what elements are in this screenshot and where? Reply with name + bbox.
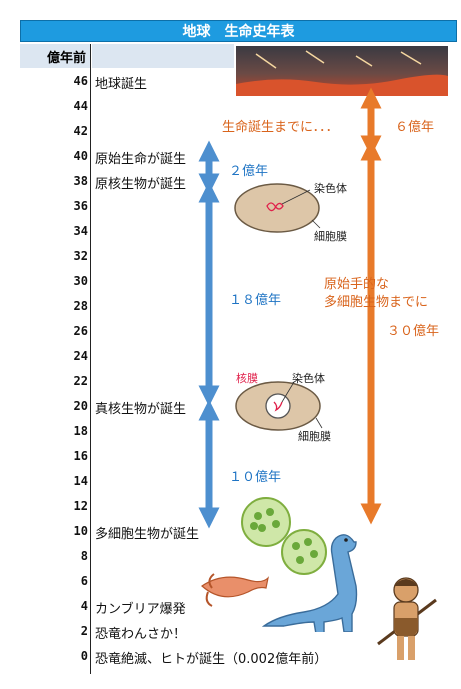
event-label: 多細胞生物が誕生 (95, 527, 200, 542)
y-tick-label: 12 (73, 499, 88, 513)
prokaryote-cell-icon (234, 183, 321, 233)
page-title: 地球 生命史年表 (20, 20, 457, 42)
y-tick-label: 32 (73, 249, 88, 263)
caveman-icon (377, 577, 437, 660)
y-tick-label: 0 (80, 649, 88, 663)
label-multicell-made: 多細胞生物までに (324, 295, 429, 310)
label-seimei-made: 生命誕生までに．．． (222, 120, 339, 135)
euk-nucleus-label: 核膜 (236, 372, 258, 385)
y-tick-label: 24 (73, 349, 88, 363)
y-tick-label: 20 (73, 399, 88, 413)
label-30oku: ３０億年 (387, 324, 440, 339)
prok-membrane-label: 細胞膜 (314, 230, 347, 243)
y-tick-label: 16 (73, 449, 88, 463)
event-label: 地球誕生 (95, 77, 148, 92)
y-tick-label: 44 (73, 99, 88, 113)
event-label: 原核生物が誕生 (95, 177, 187, 192)
eukaryote-cell-icon (235, 381, 323, 431)
event-label: 恐竜絶滅、ヒトが誕生（0.002億年前） (95, 652, 328, 667)
earth-birth-illustration (236, 46, 448, 96)
label-18oku: １８億年 (229, 293, 282, 308)
y-tick-label: 42 (73, 124, 88, 138)
label-2oku: ２億年 (229, 164, 269, 179)
header-blank-cell (92, 44, 234, 68)
euk-chromosome-label: 染色体 (292, 372, 325, 385)
y-tick-label: 34 (73, 224, 88, 238)
y-tick-label: 14 (73, 474, 88, 488)
label-6oku: ６億年 (395, 120, 435, 135)
y-tick-label: 46 (73, 74, 88, 88)
y-tick-label: 8 (80, 549, 88, 563)
y-tick-label: 18 (73, 424, 88, 438)
y-tick-label: 4 (80, 599, 88, 613)
y-tick-label: 30 (73, 274, 88, 288)
event-label: カンブリア爆発 (95, 602, 186, 617)
euk-membrane-label: 細胞膜 (298, 430, 331, 443)
prok-chromosome-label: 染色体 (314, 182, 347, 195)
y-tick-label: 22 (73, 374, 88, 388)
multicellular-colony-icon (241, 497, 327, 575)
label-primitive: 原始手的な (324, 277, 390, 292)
axis-line (90, 44, 91, 674)
anomalocaris-icon (201, 573, 269, 607)
y-tick-label: 10 (73, 524, 88, 538)
y-tick-label: 6 (80, 574, 88, 588)
y-tick-label: 28 (73, 299, 88, 313)
axis-header: 億年前 (20, 44, 90, 68)
y-tick-label: 36 (73, 199, 88, 213)
event-label: 原始生命が誕生 (95, 152, 187, 167)
event-label: 恐竜わんさか！ (95, 627, 187, 642)
label-10oku: １０億年 (229, 470, 282, 485)
event-label: 真核生物が誕生 (95, 402, 187, 417)
y-tick-label: 2 (80, 624, 88, 638)
y-tick-label: 38 (73, 174, 88, 188)
y-tick-label: 26 (73, 324, 88, 338)
dinosaur-icon (262, 534, 358, 632)
y-tick-label: 40 (73, 149, 88, 163)
